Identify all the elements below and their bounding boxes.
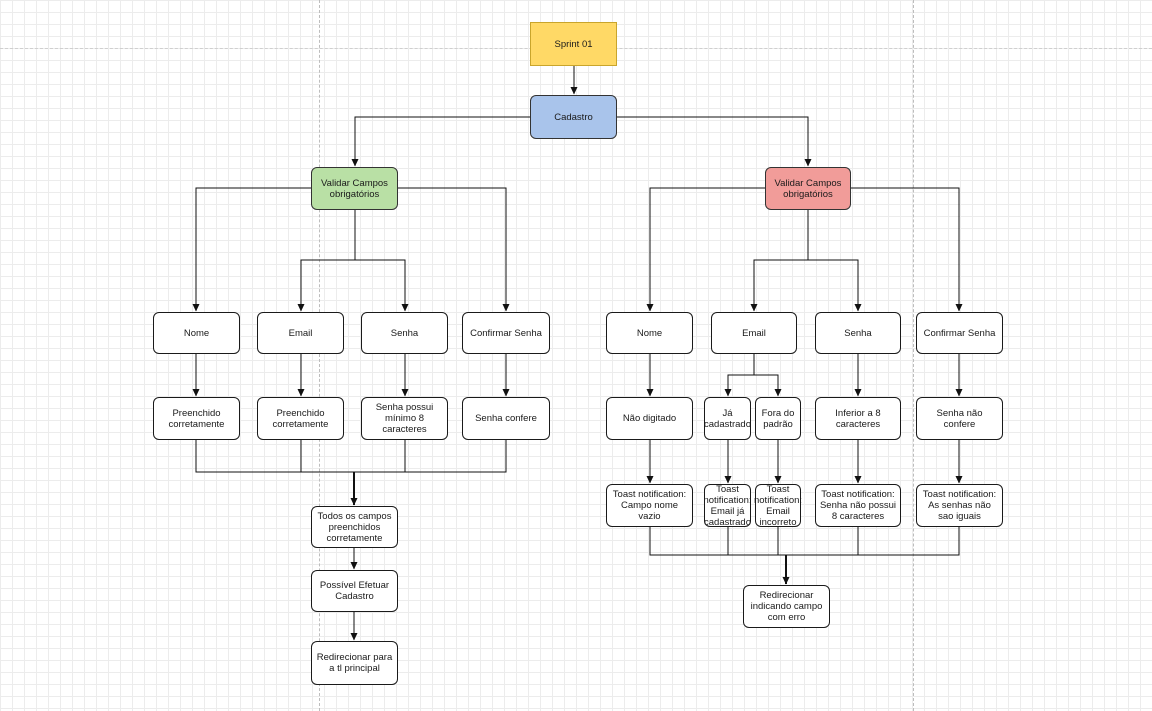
err-toast-email-incorreto[interactable]: Toast notification: Email incorreto [753,483,803,528]
err-result-confirmar-senha[interactable]: Senha não confere [916,397,1003,440]
redirecionar-principal-node[interactable]: Redirecionar para a tl principal [311,641,398,685]
err-field-senha[interactable]: Senha [815,312,901,354]
err-toast-senha[interactable]: Toast notification: Senha não possui 8 c… [815,484,901,527]
ok-field-nome[interactable]: Nome [153,312,240,354]
validar-campos-err-node[interactable]: Validar Campos obrigatórios [765,167,851,210]
ok-field-confirmar-senha[interactable]: Confirmar Senha [462,312,550,354]
edge-cadastro-validar-err [617,116,812,167]
err-toast-email-cadastrado[interactable]: Toast notification: Email já cadastrado [703,483,752,528]
err-field-nome[interactable]: Nome [606,312,693,354]
ok-field-senha[interactable]: Senha [361,312,448,354]
err-result-senha[interactable]: Inferior a 8 caracteres [815,397,901,440]
sprint-node[interactable]: Sprint 01 [530,22,617,66]
todos-campos-node[interactable]: Todos os campos preenchidos corretamente [311,506,398,548]
ok-result-senha[interactable]: Senha possui mínimo 8 caracteres [361,397,448,440]
cadastro-node[interactable]: Cadastro [530,95,617,139]
edge-err-merge [649,527,960,556]
edge-err-email [750,259,808,312]
err-field-confirmar-senha[interactable]: Confirmar Senha [916,312,1003,354]
possivel-cadastro-node[interactable]: Possível Efetuar Cadastro [311,570,398,612]
err-toast-confirmar-senha[interactable]: Toast notification: As senhas não sao ig… [916,484,1003,527]
edge-err-email-split [727,354,778,396]
validar-campos-ok-node[interactable]: Validar Campos obrigatórios [311,167,398,210]
edge-err-nome [646,187,765,312]
edge-cadastro-validar-ok [351,116,530,167]
edge-ok-merge [195,440,507,473]
ok-result-confirmar-senha[interactable]: Senha confere [462,397,550,440]
edge-ok-senha [355,259,409,312]
err-result-email-cadastrado[interactable]: Já cadastrado [704,397,751,440]
ok-result-nome[interactable]: Preenchido corretamente [153,397,240,440]
edge-ok-confirmar [398,187,510,312]
ok-result-email[interactable]: Preenchido corretamente [257,397,344,440]
err-result-email-padrao[interactable]: Fora do padrão [755,397,801,440]
err-toast-nome[interactable]: Toast notification: Campo nome vazio [606,484,693,527]
err-result-nome[interactable]: Não digitado [606,397,693,440]
err-field-email[interactable]: Email [711,312,797,354]
redirecionar-erro-node[interactable]: Redirecionar indicando campo com erro [743,585,830,628]
edge-ok-nome [192,187,312,312]
edge-err-confirmar [851,187,963,312]
edge-err-senha [808,259,862,312]
edge-ok-email [297,259,355,312]
ok-field-email[interactable]: Email [257,312,344,354]
